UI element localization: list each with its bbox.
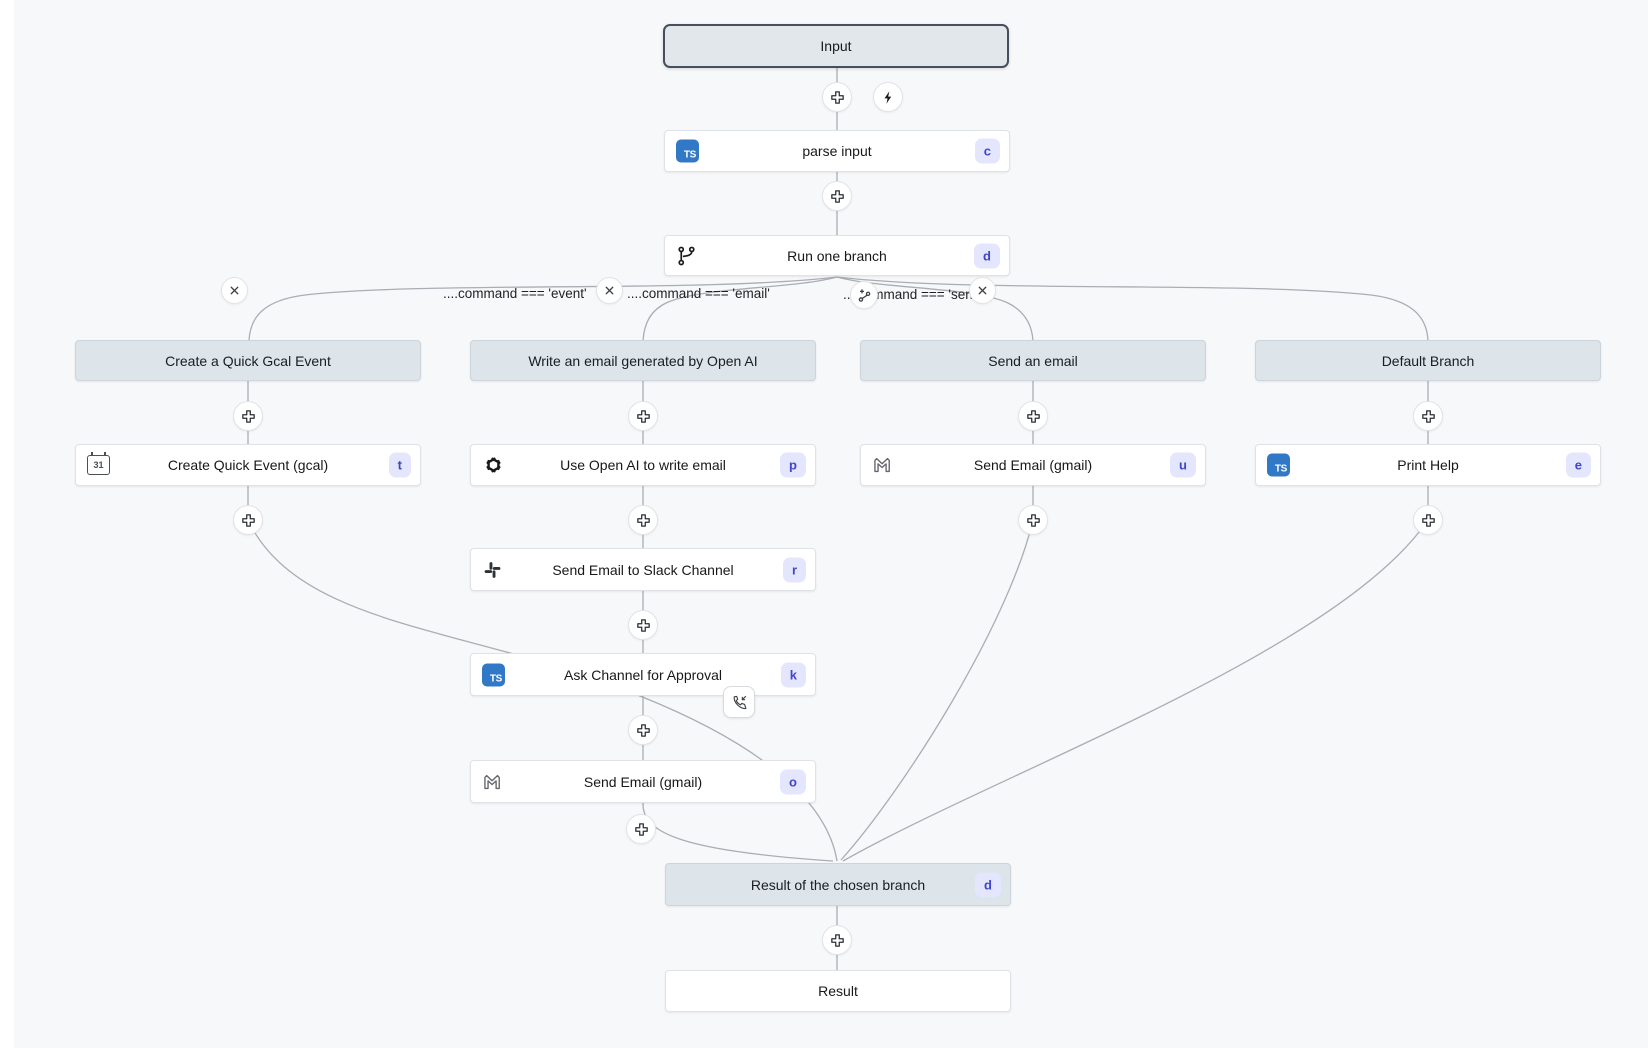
step-id-badge: u — [1170, 452, 1196, 478]
plus-icon — [830, 90, 844, 104]
remove-branch-button[interactable] — [221, 277, 248, 304]
plus-icon — [636, 513, 650, 527]
branch-header[interactable]: Send an email — [860, 340, 1206, 381]
slack-icon — [482, 559, 503, 580]
add-step-button[interactable] — [822, 925, 852, 955]
input-node-label: Input — [820, 38, 852, 54]
typescript-icon: TS — [1267, 453, 1290, 477]
plus-icon — [241, 409, 255, 423]
step-ask-channel-approval[interactable]: TS Ask Channel for Approval k — [470, 653, 816, 696]
approval-suspend-indicator — [723, 686, 755, 718]
step-send-email-slack[interactable]: Send Email to Slack Channel r — [470, 548, 816, 591]
add-step-button[interactable] — [628, 610, 658, 640]
step-id-badge: d — [975, 872, 1001, 897]
step-id-badge: r — [782, 557, 806, 582]
plus-icon — [1421, 513, 1435, 527]
branch-header[interactable]: Default Branch — [1255, 340, 1601, 381]
branch-plus-icon — [858, 288, 870, 302]
step-id-badge: o — [780, 769, 806, 794]
step-parse-input[interactable]: TS parse input c — [664, 130, 1010, 172]
plus-icon — [636, 618, 650, 632]
trigger-button[interactable] — [873, 82, 903, 112]
add-step-button[interactable] — [1413, 401, 1443, 431]
phone-incoming-icon — [733, 695, 746, 709]
remove-branch-button[interactable] — [596, 277, 623, 304]
plus-icon — [830, 189, 844, 203]
step-send-email-gmail[interactable]: Send Email (gmail) o — [470, 760, 816, 803]
plus-icon — [830, 933, 844, 947]
left-panel-edge — [0, 0, 14, 1048]
step-send-email-gmail[interactable]: Send Email (gmail) u — [860, 444, 1206, 486]
close-icon — [978, 286, 987, 295]
step-id-badge: c — [974, 138, 1000, 164]
add-step-button[interactable] — [1413, 505, 1443, 535]
add-step-button[interactable] — [233, 401, 263, 431]
step-label: Use Open AI to write email — [560, 457, 726, 473]
openai-icon — [482, 454, 505, 477]
plus-icon — [241, 513, 255, 527]
branch-header-label: Default Branch — [1381, 352, 1475, 369]
typescript-icon: TS — [482, 663, 505, 686]
step-print-help[interactable]: TS Print Help e — [1255, 444, 1601, 486]
git-branch-icon — [676, 245, 697, 266]
plus-icon — [636, 409, 650, 423]
plus-icon — [1026, 513, 1040, 527]
add-step-button[interactable] — [822, 181, 852, 211]
typescript-icon: TS — [676, 139, 699, 163]
step-label: Send Email to Slack Channel — [552, 561, 734, 578]
plus-icon — [634, 822, 648, 836]
branch-header-label: Write an email generated by Open AI — [528, 352, 758, 369]
add-step-button[interactable] — [628, 715, 658, 745]
remove-branch-button[interactable] — [969, 277, 996, 304]
branch-header[interactable]: Create a Quick Gcal Event — [75, 340, 421, 381]
add-step-button[interactable] — [628, 505, 658, 535]
node-label: Result — [818, 983, 858, 999]
close-icon — [230, 286, 239, 295]
node-label: Result of the chosen branch — [750, 876, 926, 893]
step-label: Send Email (gmail) — [973, 457, 1093, 473]
step-label: Send Email (gmail) — [583, 773, 703, 790]
branch-condition-label: ....command === 'email' — [627, 286, 770, 301]
branch-condition-label: ....command === 'event' — [443, 286, 587, 301]
plus-icon — [1421, 409, 1435, 423]
step-id-badge: k — [780, 662, 806, 687]
add-step-button[interactable] — [822, 82, 852, 112]
add-branch-button[interactable] — [850, 281, 878, 309]
result-node[interactable]: Result — [665, 970, 1011, 1012]
add-step-button[interactable] — [1018, 505, 1048, 535]
plus-icon — [636, 723, 650, 737]
add-step-button[interactable] — [1018, 401, 1048, 431]
step-label: parse input — [802, 143, 872, 159]
close-icon — [605, 286, 614, 295]
bolt-icon — [884, 90, 891, 104]
step-run-one-branch[interactable]: Run one branch d — [664, 235, 1010, 276]
step-id-badge: t — [388, 452, 411, 478]
input-node[interactable]: Input — [663, 24, 1009, 68]
gmail-icon — [872, 454, 894, 476]
branch-condition-label: ....command === 'send' — [843, 287, 983, 302]
step-label: Ask Channel for Approval — [564, 666, 722, 683]
plus-icon — [1026, 409, 1040, 423]
step-id-badge: d — [974, 243, 1000, 268]
add-step-button[interactable] — [628, 401, 658, 431]
branch-header-label: Send an email — [988, 352, 1078, 369]
branch-header[interactable]: Write an email generated by Open AI — [470, 340, 816, 381]
step-id-badge: p — [780, 452, 806, 478]
step-create-quick-event[interactable]: 31 Create Quick Event (gcal) t — [75, 444, 421, 486]
gmail-icon — [482, 771, 504, 793]
step-openai-write-email[interactable]: Use Open AI to write email p — [470, 444, 816, 486]
add-step-button[interactable] — [626, 814, 656, 844]
step-label: Create Quick Event (gcal) — [167, 457, 329, 473]
step-label: Run one branch — [787, 247, 887, 264]
result-of-branch-node[interactable]: Result of the chosen branch d — [665, 863, 1011, 906]
add-step-button[interactable] — [233, 505, 263, 535]
step-id-badge: e — [1565, 452, 1591, 478]
branch-header-label: Create a Quick Gcal Event — [165, 352, 331, 369]
calendar-icon: 31 — [87, 451, 110, 475]
step-label: Print Help — [1397, 457, 1459, 473]
